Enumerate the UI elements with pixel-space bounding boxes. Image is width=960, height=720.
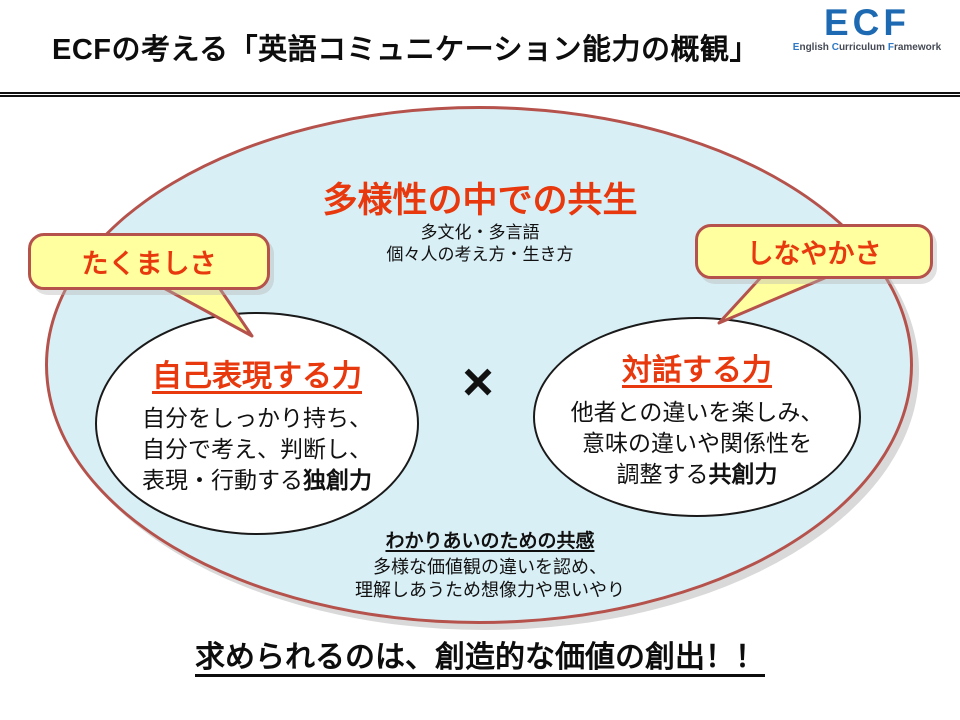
center-theme-sub-1: 多文化・多言語 [420,223,540,242]
ecf-logo-acronym: ECF [824,2,910,43]
logo-word-curriculum: Curriculum [831,42,886,53]
self-expression-line-3: 表現・行動する独創力 [142,465,372,496]
self-expression-ellipse: 自己表現する力 自分をしっかり持ち、 自分で考え、判断し、 表現・行動する独創力 [95,312,419,535]
dialogue-ellipse: 対話する力 他者との違いを楽しみ、 意味の違いや関係性を 調整する共創力 [533,317,861,517]
self-expression-line-3-prefix: 表現・行動する [142,467,303,493]
empathy-title: わかりあいのための共感 [270,526,710,553]
dialogue-line-3-bold: 共創力 [708,460,778,487]
dialogue-line-3: 調整する共創力 [617,459,778,490]
title-divider [0,92,960,97]
empathy-line-1: 多様な価値観の違いを認め、 [373,557,607,577]
center-theme: 多様性の中での共生 多文化・多言語 個々人の考え方・生き方 [200,180,760,266]
empathy-line-2: 理解しあうため想像力や思いやり [355,580,625,600]
dialogue-title: 対話する力 [622,353,772,387]
self-expression-title: 自己表現する力 [152,360,362,393]
empathy-title-bold: 共感 [556,531,595,552]
callout-left-label: たくましさ [81,249,217,279]
logo-word-framework: Framework [887,42,942,53]
dialogue-line-1: 他者との違いを楽しみ、 [570,398,824,425]
self-expression-line-2: 自分で考え、判断し、 [142,436,372,462]
page-title: ECFの考える「英語コミュニケーション能力の概観」 [52,34,760,66]
empathy-theme: わかりあいのための共感 多様な価値観の違いを認め、 理解しあうため想像力や思いや… [270,526,710,602]
self-expression-line-1: 自分をしっかり持ち、 [142,405,372,431]
empathy-title-prefix: わかりあいのための [385,531,557,552]
self-expression-line-3-bold: 独創力 [303,467,372,493]
center-theme-title: 多様性の中での共生 [322,181,638,220]
logo-word-english: English [792,42,829,53]
dialogue-line-3-prefix: 調整する [616,460,709,487]
ecf-logo: ECF English Curriculum Framework [792,2,942,54]
dialogue-line-2: 意味の違いや関係性を [582,429,812,456]
callout-right-label: しなやかさ [746,239,882,269]
footer-slogan: 求められるのは、創造的な価値の創出！！ [195,641,765,674]
callout-shinayakasa: しなやかさ [695,224,933,279]
center-theme-sub-2: 個々人の考え方・生き方 [386,245,574,264]
multiply-operator: × [462,352,494,412]
callout-takumashisa: たくましさ [28,233,270,290]
ecf-logo-subtitle: English Curriculum Framework [792,42,942,53]
